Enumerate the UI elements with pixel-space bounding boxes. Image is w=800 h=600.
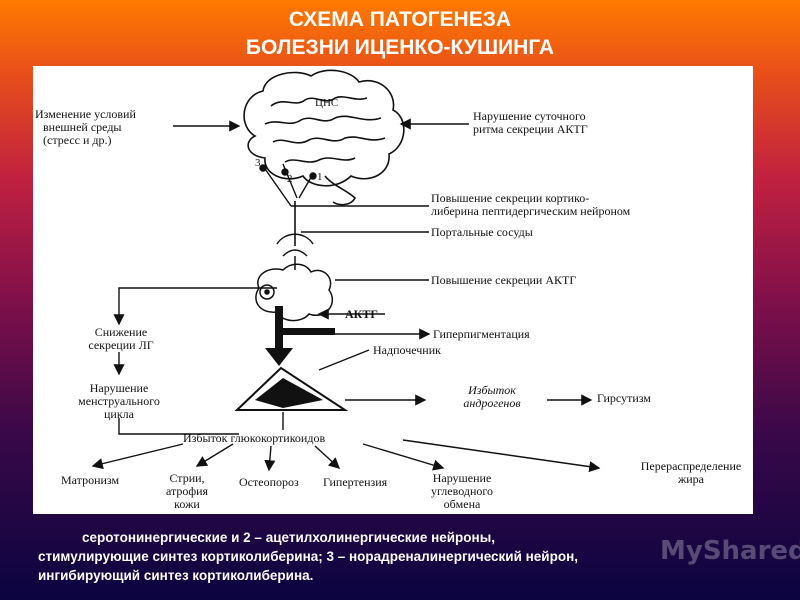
slide-title: СХЕМА ПАТОГЕНЕЗА БОЛЕЗНИ ИЦЕНКО-КУШИНГА bbox=[0, 6, 800, 62]
title-line-1: СХЕМА ПАТОГЕНЕЗА bbox=[288, 8, 512, 31]
label-lh: Снижение секреции ЛГ bbox=[88, 325, 154, 352]
right-flow-arrows bbox=[281, 118, 593, 406]
label-osteoporosis: Остеопороз bbox=[239, 475, 299, 489]
title-line-2: БОЛЕЗНИ ИЦЕНКО-КУШИНГА bbox=[245, 36, 555, 59]
brain-label: ЦНС bbox=[315, 97, 338, 109]
label-androgens: Избыток андрогенов bbox=[463, 383, 521, 410]
watermark-logo: MyShared bbox=[660, 536, 800, 566]
caption-line-2: стимулирующие синтез кортиколиберина; 3 … bbox=[38, 549, 578, 564]
label-acth-increase: Повышение секреции АКТГ bbox=[431, 273, 577, 287]
neuron-number-3: 3 bbox=[255, 157, 261, 169]
label-hirsutism: Гирсутизм bbox=[597, 391, 651, 405]
label-hypertension: Гипертензия bbox=[323, 475, 388, 489]
label-hyperpigmentation: Гиперпигментация bbox=[433, 327, 530, 341]
label-portal-vessels: Портальные сосуды bbox=[431, 225, 533, 239]
label-crh: Повышение секреции кортико- либерина пеп… bbox=[431, 191, 631, 218]
label-circadian: Нарушение суточного ритма секреции АКТГ bbox=[473, 109, 588, 136]
glucocorticoid-arrows bbox=[91, 412, 601, 473]
diagram-panel: ЦНС 3 2 1 bbox=[33, 66, 753, 514]
neuron-pathways bbox=[259, 163, 317, 257]
label-environment: Изменение условий внешней среды (стресс … bbox=[35, 107, 136, 147]
label-menstrual: Нарушение менструального цикла bbox=[78, 381, 160, 421]
caption-line-1: серотонинергические и 2 – ацетилхолинерг… bbox=[82, 530, 495, 545]
label-acth: АКТГ bbox=[345, 307, 379, 321]
label-striae: Стрии, атрофия кожи bbox=[165, 471, 209, 511]
brain-icon bbox=[243, 69, 405, 206]
acth-thick-arrows bbox=[265, 306, 335, 366]
label-matronism: Матронизм bbox=[61, 473, 120, 487]
caption-line-3: ингибирующий синтез кортиколиберина. bbox=[38, 568, 314, 583]
label-fat-redistribution: Перераспределение жира bbox=[640, 459, 742, 486]
neuron-number-2: 2 bbox=[287, 173, 293, 185]
label-carb-metabolism: Нарушение углеводного обмена bbox=[430, 471, 493, 511]
left-flow-arrows bbox=[113, 120, 277, 435]
figure-caption: серотонинергические и 2 – ацетилхолинерг… bbox=[38, 528, 788, 585]
diagram-svg: ЦНС 3 2 1 bbox=[91, 69, 601, 473]
label-adrenal: Надпочечник bbox=[373, 343, 441, 357]
adrenal-gland-icon bbox=[234, 366, 349, 411]
label-glucocorticoids: Избыток глюкокортикоидов bbox=[183, 431, 326, 445]
neuron-number-1: 1 bbox=[317, 171, 323, 183]
